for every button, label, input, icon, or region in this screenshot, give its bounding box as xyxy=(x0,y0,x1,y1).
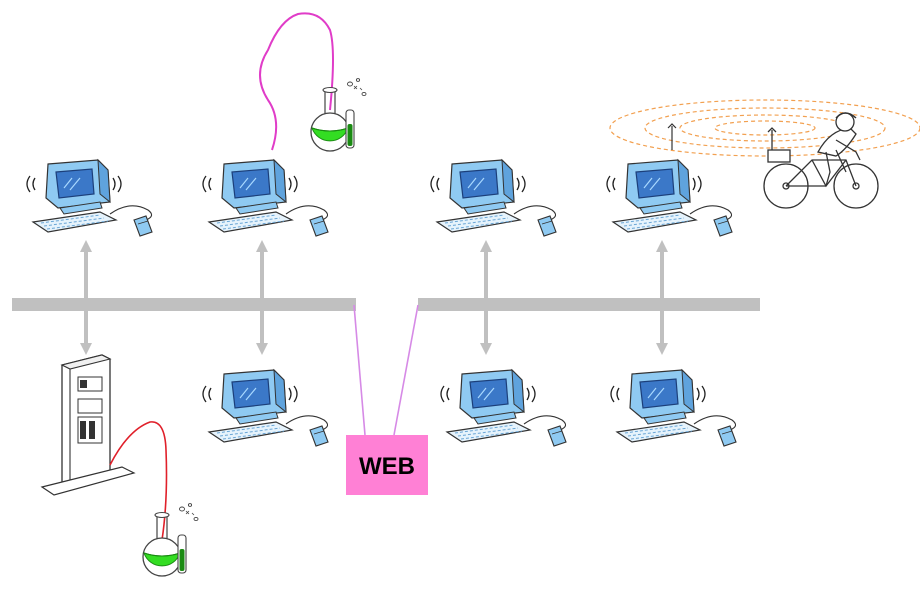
lab-flask-icon xyxy=(142,502,199,577)
antenna-icon xyxy=(667,123,677,150)
computer-monitor-icon xyxy=(606,159,733,237)
instrument-cable-bottom xyxy=(109,421,168,541)
instrument-cable-top xyxy=(259,12,334,151)
web-box: WEB xyxy=(346,435,428,495)
cyclist-icon xyxy=(763,112,879,209)
computer-monitor-icon xyxy=(26,159,153,237)
web-link-left xyxy=(353,304,366,436)
network-bus-right xyxy=(418,298,760,311)
node-links xyxy=(80,240,668,355)
computer-monitor-icon xyxy=(430,159,557,237)
computer-monitor-icon xyxy=(202,159,329,237)
tower-server-icon xyxy=(41,354,135,496)
web-label: WEB xyxy=(359,453,415,480)
lab-flask-icon xyxy=(310,77,367,152)
wireless-signal-rings xyxy=(609,99,920,157)
web-link-right xyxy=(393,304,419,436)
computer-monitor-icon xyxy=(202,369,329,447)
network-bus-left xyxy=(12,298,356,311)
computer-monitor-icon xyxy=(610,369,737,447)
computer-monitor-icon xyxy=(440,369,567,447)
